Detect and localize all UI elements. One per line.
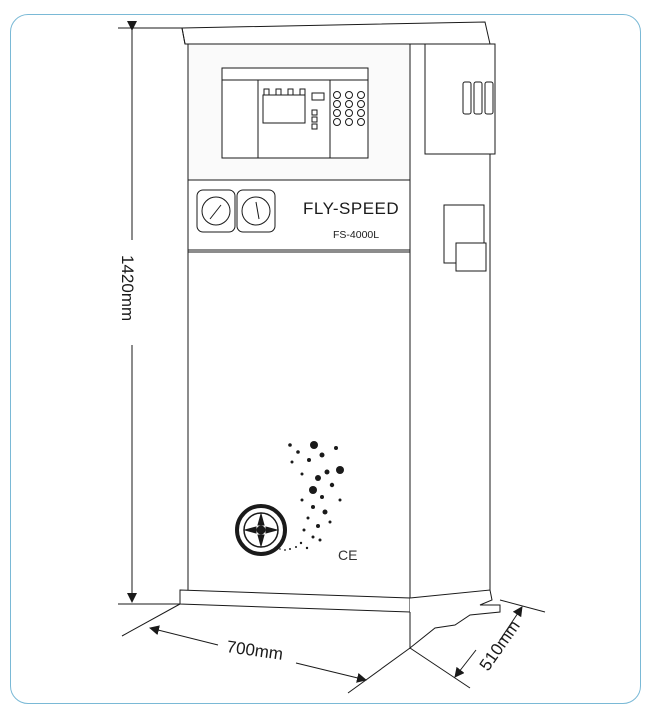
gauge-right-icon — [241, 196, 271, 226]
indicator-light — [299, 88, 306, 96]
display-screen — [262, 94, 306, 124]
keypad — [333, 91, 365, 126]
indicator-light — [263, 88, 270, 96]
small-display — [311, 92, 325, 101]
indicator-light — [275, 88, 282, 96]
keypad-key — [311, 123, 318, 130]
indicator-light — [287, 88, 294, 96]
ce-mark: CE — [338, 547, 357, 563]
pressure-gauges — [196, 189, 276, 233]
keypad-key — [311, 116, 318, 123]
keypad-key — [311, 109, 318, 116]
model-number: FS-4000L — [333, 229, 379, 241]
control-panel — [262, 88, 365, 130]
tire-logo-icon — [235, 504, 287, 556]
height-label: 1420mm — [118, 255, 137, 321]
dimension-lines — [118, 21, 546, 694]
diagram-frame — [10, 14, 641, 704]
width-label: 700mm — [225, 637, 284, 664]
brand-name: FLY-SPEED — [303, 199, 399, 218]
cabinet — [179, 21, 501, 650]
depth-label: 510mm — [476, 617, 524, 674]
air-dots-decoration — [279, 441, 344, 551]
